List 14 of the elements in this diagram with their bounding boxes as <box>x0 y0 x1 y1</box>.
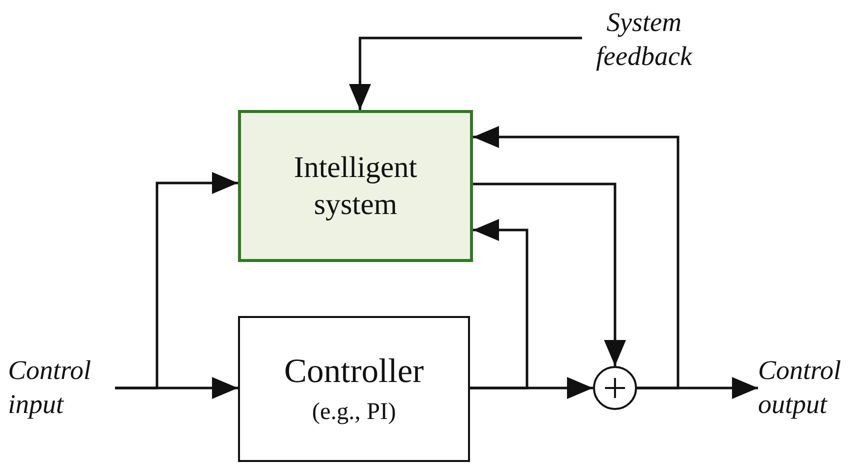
block-subtitle: (e.g., PI) <box>312 398 396 428</box>
arrow <box>115 377 238 399</box>
summing-junction <box>593 366 637 410</box>
signal-label: System feedback <box>595 6 694 73</box>
block-title: Controller <box>284 352 424 392</box>
arrow <box>470 219 528 390</box>
signal-label: Control input <box>8 354 92 421</box>
arrow <box>349 36 582 110</box>
process-box <box>238 316 470 462</box>
signal-label: Control output <box>758 354 842 421</box>
arrow <box>473 182 626 366</box>
arrow <box>473 126 680 390</box>
block-title: Intelligent system <box>292 150 418 223</box>
process-box <box>238 110 473 262</box>
